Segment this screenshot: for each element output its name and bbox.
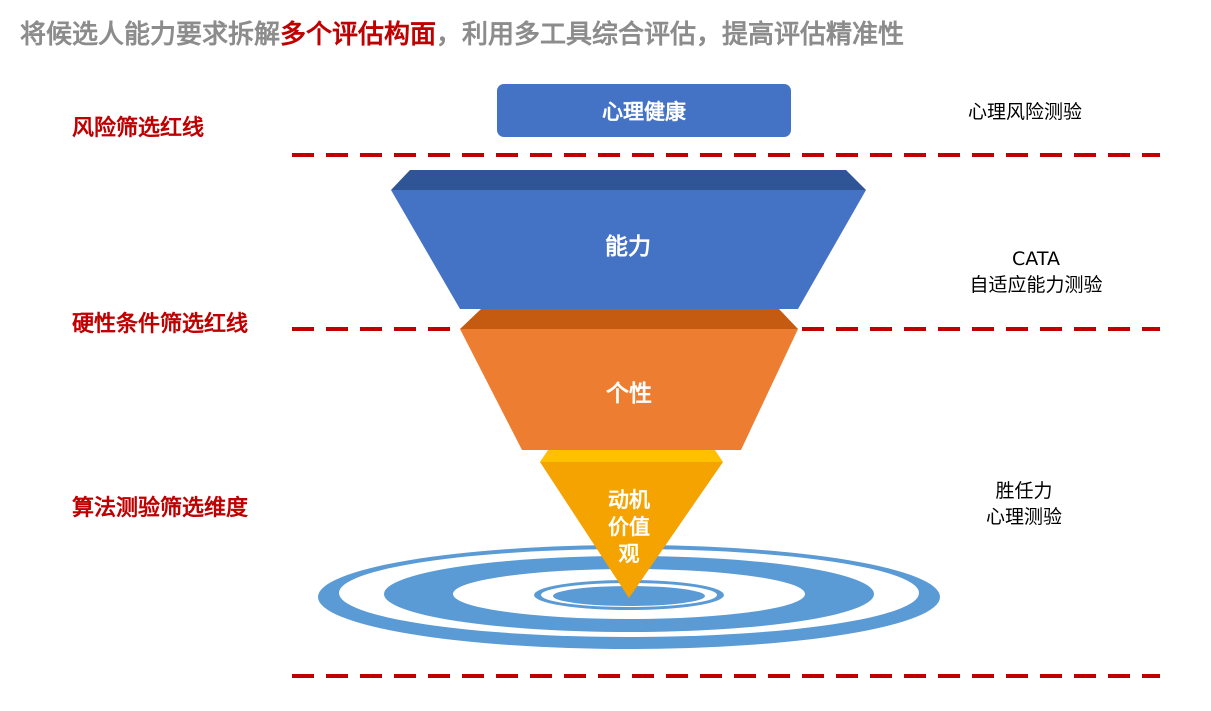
personality-label: 个性: [606, 381, 652, 407]
motivation-label: 动机 价值 观: [579, 487, 679, 568]
competency-label-line-1: 胜任力: [995, 480, 1053, 502]
motivation-layer: [540, 450, 723, 598]
motivation-front-face: [540, 462, 723, 598]
mental-health-block: [497, 84, 791, 137]
personality-top-face: [460, 309, 798, 329]
motivation-label-line-1: 动机: [608, 488, 650, 512]
algorithm-dimension-label: 算法测验筛选维度: [72, 496, 249, 521]
risk-test-label: 心理风险测验: [915, 99, 1135, 125]
title-part-2: ，利用多工具综合评估，提高评估精准性: [436, 20, 905, 50]
risk-screening-label: 风险筛选红线: [72, 116, 205, 141]
motivation-label-line-2: 价值: [608, 515, 650, 539]
personality-layer: [460, 309, 798, 450]
title-part-1: 将候选人能力要求拆解: [20, 20, 281, 50]
motivation-top-face: [540, 450, 723, 462]
cata-label: CATA 自适应能力测验: [926, 246, 1146, 298]
ability-layer: [391, 170, 866, 309]
competency-label-line-2: 心理测验: [985, 506, 1062, 528]
ability-top-face: [391, 170, 866, 190]
cata-label-line-1: CATA: [1012, 248, 1060, 270]
risk-test-text: 心理风险测验: [967, 101, 1082, 123]
personality-front-face: [460, 329, 798, 450]
motivation-label-line-3: 观: [618, 542, 640, 566]
mental-health-label: 心理健康: [602, 100, 686, 124]
title-highlight: 多个评估构面: [280, 20, 437, 50]
ability-label: 能力: [605, 234, 651, 260]
cata-label-line-2: 自适应能力测验: [969, 274, 1103, 296]
competency-label: 胜任力 心理测验: [914, 478, 1134, 530]
ability-front-face: [391, 190, 866, 309]
hard-conditions-label: 硬性条件筛选红线: [72, 312, 249, 337]
page-title: 将候选人能力要求拆解多个评估构面，利用多工具综合评估，提高评估精准性: [20, 14, 904, 51]
